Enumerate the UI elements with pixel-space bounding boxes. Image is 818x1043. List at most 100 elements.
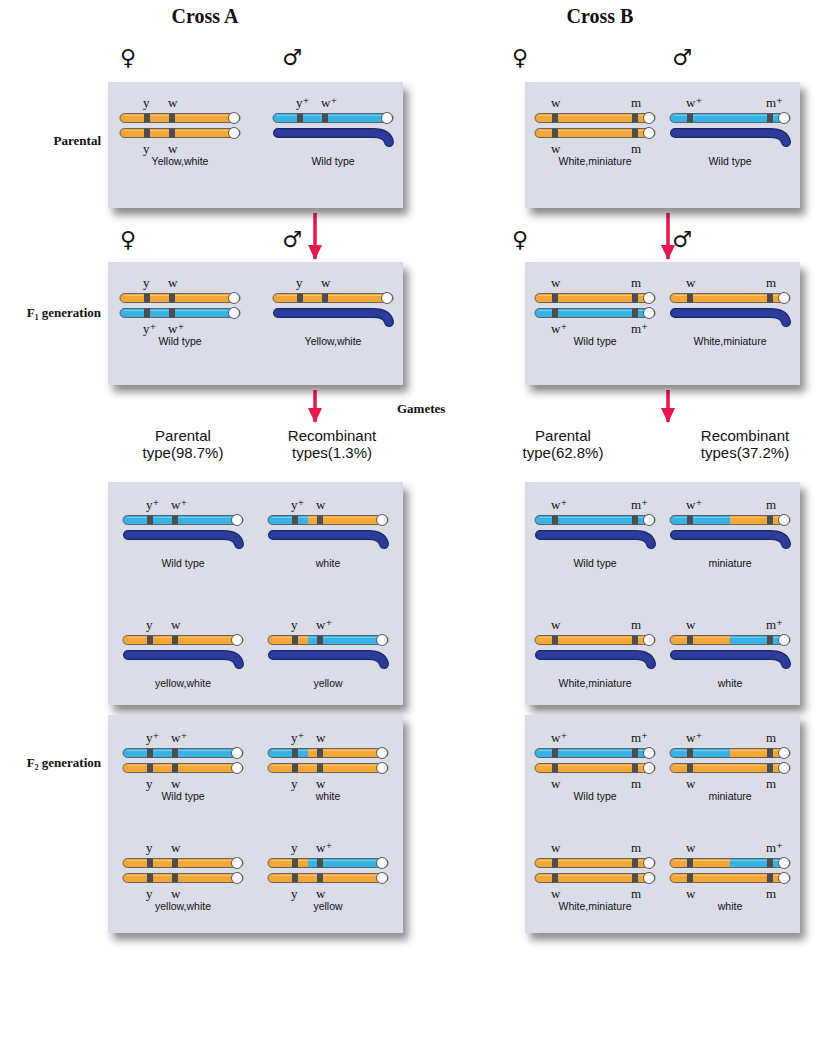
row-label: F₁ generation — [27, 306, 101, 319]
gene-locus — [292, 764, 298, 773]
column-header: Parental type(98.7%) — [123, 427, 243, 461]
allele-label: y⁺ w — [291, 731, 325, 744]
centromere — [779, 635, 790, 646]
gene-locus — [317, 859, 323, 868]
allele-label: w m — [551, 618, 641, 631]
phenotype-label: white — [718, 901, 743, 912]
allele-label: y w — [146, 618, 180, 631]
gene-locus — [169, 129, 175, 138]
centromere — [232, 515, 243, 526]
row-label: Parental — [54, 134, 101, 147]
gene-locus — [552, 636, 558, 645]
centromere — [377, 635, 388, 646]
gene-locus — [169, 294, 175, 303]
phenotype-label: yellow,white — [155, 901, 211, 912]
gene-locus — [632, 636, 638, 645]
y-chromosome — [278, 313, 389, 322]
generation-arrow — [666, 390, 670, 422]
allele-label: y w — [291, 777, 325, 790]
centromere — [232, 635, 243, 646]
cross-heading: Cross B — [567, 5, 634, 28]
y-chromosome — [273, 535, 384, 544]
chromosome-panel: w⁺ m⁺w mWild typew⁺ mw mminiaturew mw mW… — [525, 715, 800, 933]
y-chromosome — [675, 313, 786, 322]
sex-symbol: ♂ — [672, 47, 692, 69]
centromere — [779, 763, 790, 774]
x-chromosome — [120, 308, 240, 319]
panel-background — [108, 715, 403, 933]
centromere — [644, 873, 655, 884]
y-chromosome — [278, 133, 389, 142]
gene-locus — [147, 859, 153, 868]
gene-locus — [292, 516, 298, 525]
centromere — [644, 515, 655, 526]
gene-locus — [632, 294, 638, 303]
centromere — [377, 515, 388, 526]
x-chromosome — [123, 763, 243, 774]
sex-symbol: ♀ — [512, 47, 528, 69]
phenotype-label: Wild type — [311, 156, 354, 167]
x-chromosome — [268, 635, 388, 646]
x-chromosome — [268, 515, 388, 526]
gene-locus — [767, 636, 773, 645]
allele-label: y w — [146, 777, 180, 790]
phenotype-label: Wild type — [708, 156, 751, 167]
gene-locus — [552, 309, 558, 318]
phenotype-label: white — [718, 678, 743, 689]
gene-locus — [317, 636, 323, 645]
x-chromosome — [120, 128, 240, 139]
centromere — [644, 128, 655, 139]
allele-label: w⁺ m⁺ — [551, 731, 648, 744]
allele-label: w⁺ m⁺ — [686, 96, 783, 109]
gene-locus — [322, 294, 328, 303]
centromere — [232, 763, 243, 774]
gene-locus — [172, 636, 178, 645]
gene-locus — [147, 874, 153, 883]
allele-label: y w — [146, 841, 180, 854]
allele-label: w m — [551, 276, 641, 289]
phenotype-label: Wild type — [573, 558, 616, 569]
centromere — [779, 858, 790, 869]
centromere — [377, 858, 388, 869]
gene-locus — [552, 516, 558, 525]
gene-locus — [632, 874, 638, 883]
column-header: Recombinant types(1.3%) — [267, 427, 397, 461]
gene-locus — [632, 764, 638, 773]
gene-locus — [552, 874, 558, 883]
allele-label: w m — [551, 142, 641, 155]
gene-locus — [172, 749, 178, 758]
y-chromosome — [128, 535, 239, 544]
gene-locus — [552, 114, 558, 123]
phenotype-label: white — [316, 791, 341, 802]
allele-label: y w — [296, 276, 330, 289]
allele-label: w⁺ m⁺ — [551, 322, 648, 335]
gene-locus — [687, 749, 693, 758]
gene-locus — [172, 859, 178, 868]
gene-locus — [767, 294, 773, 303]
centromere — [644, 293, 655, 304]
centromere — [644, 748, 655, 759]
allele-label: y⁺ w⁺ — [146, 498, 187, 511]
chromosome-panel: y⁺ w⁺y wWild typey⁺ wy wwhitey wy wyello… — [108, 715, 403, 933]
x-chromosome — [535, 293, 655, 304]
gene-locus — [767, 764, 773, 773]
x-chromosome — [670, 763, 790, 774]
allele-label: y w — [143, 276, 177, 289]
gene-locus — [292, 636, 298, 645]
gene-locus — [632, 309, 638, 318]
sex-symbol: ♂ — [672, 229, 692, 251]
sex-symbol: ♀ — [120, 47, 136, 69]
chromosome-panel: Parental type(62.8%)Recombinant types(37… — [525, 425, 800, 705]
x-chromosome — [123, 873, 243, 884]
allele-label: w m — [551, 841, 641, 854]
phenotype-label: White,miniature — [559, 156, 632, 167]
phenotype-label: yellow — [313, 901, 342, 912]
x-chromosome — [535, 873, 655, 884]
y-chromosome — [540, 655, 651, 664]
x-chromosome — [535, 308, 655, 319]
centromere — [232, 748, 243, 759]
phenotype-label: White,miniature — [694, 336, 767, 347]
centromere — [229, 128, 240, 139]
generation-arrow — [313, 213, 317, 259]
gene-locus — [317, 764, 323, 773]
